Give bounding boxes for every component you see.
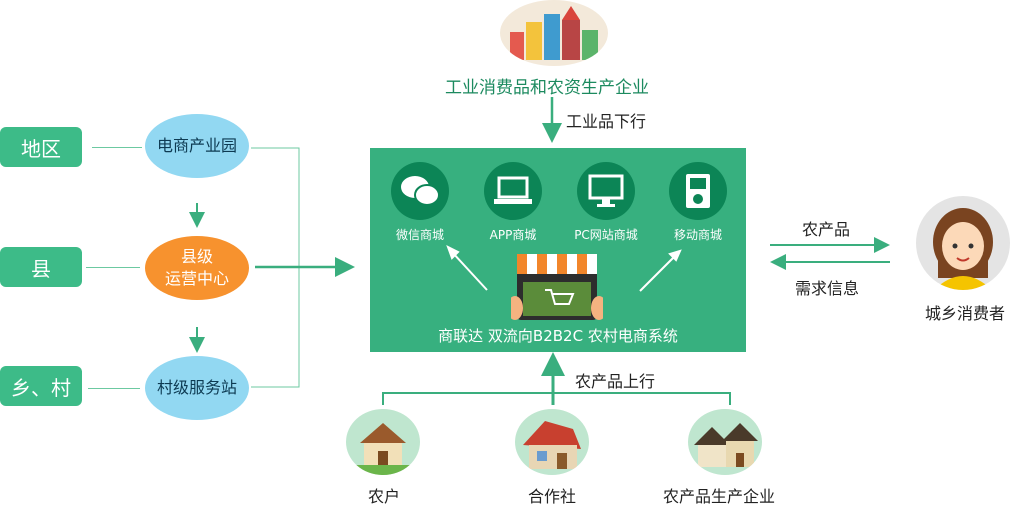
connector [86,267,140,268]
consumer-label: 城乡消费者 [925,304,1006,323]
node-line: 运营中心 [164,269,229,288]
channel-label: APP商城 [489,228,537,242]
source-cooperative-label: 合作社 [528,487,577,506]
farmer-house-icon [346,409,420,475]
connector [88,388,140,389]
laptop-icon [484,162,542,220]
wechat-icon [391,162,449,220]
agri-up-label: 农产品上行 [575,372,656,391]
node-line: 县级 [180,247,213,266]
system-title: 商联达 双流向B2B2C 农村电商系统 [438,327,678,345]
factory-buildings-icon [500,0,608,66]
source-farmer-label: 农户 [368,487,401,506]
source-enterprise-label: 农产品生产企业 [663,487,776,506]
channel-pc: PC网站商城 [566,162,646,243]
bottom-bracket [382,392,731,405]
cooperative-house-icon [515,409,589,475]
level-region: 地区 [0,127,82,167]
channel-arrows [446,244,682,292]
mobile-icon [669,162,727,220]
connector [92,147,142,148]
level-village: 乡、村 [0,366,82,406]
industrial-down-label: 工业品下行 [566,112,647,131]
channel-label: 微信商城 [395,228,444,242]
agri-enterprise-house-icon [688,409,762,475]
channel-mobile: 移动商城 [658,162,738,243]
channel-app: APP商城 [473,162,553,243]
agri-out-label: 农产品 [802,220,851,239]
node-county-center: 县级运营中心 [145,236,249,300]
channel-label: 移动商城 [673,228,722,242]
consumer-avatar [916,196,1010,290]
monitor-icon [577,162,635,220]
demand-info-label: 需求信息 [795,279,860,298]
top-producer-label: 工业消费品和农资生产企业 [445,78,649,98]
channel-label: PC网站商城 [574,228,638,242]
node-village-station: 村级服务站 [145,356,249,420]
channel-wechat: 微信商城 [380,162,460,243]
online-shop-tablet-icon [507,252,607,322]
level-county: 县 [0,247,82,287]
node-ecommerce-park: 电商产业园 [145,114,249,178]
system-panel: 微信商城 APP商城 PC网站商城 移动商城 商联达 双流向B2B2C 农村电商… [370,148,746,352]
